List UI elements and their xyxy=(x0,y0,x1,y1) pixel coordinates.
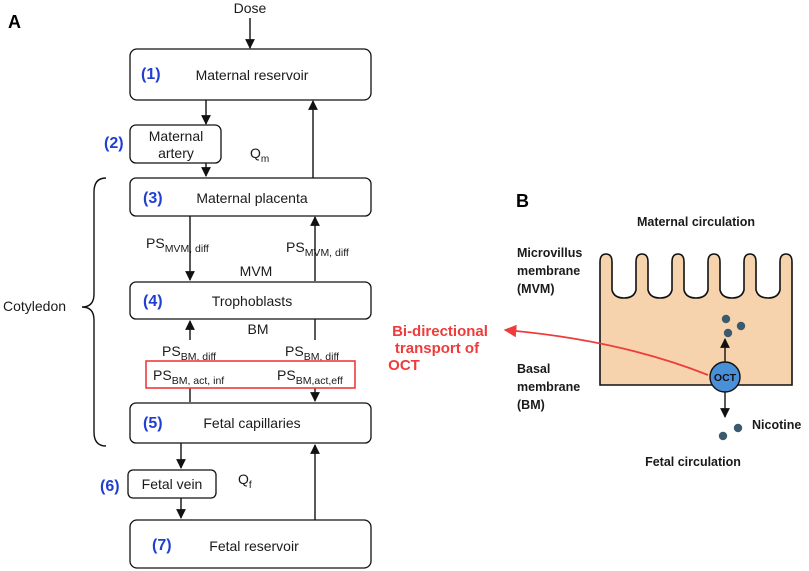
maternal-placenta-label: Maternal placenta xyxy=(196,190,308,206)
nicotine-dot xyxy=(721,314,731,324)
ps-bm-diff-right: PSBM, diff xyxy=(285,343,339,363)
maternal-artery-label-line1: Maternal xyxy=(149,128,203,144)
compartment-number-6: (6) xyxy=(100,478,120,495)
compartment-number-1: (1) xyxy=(141,66,161,83)
dose-label: Dose xyxy=(234,0,267,16)
maternal-artery-box: (2) Maternal artery xyxy=(104,124,222,164)
compartment-number-2: (2) xyxy=(104,135,124,152)
panel-b-label: B xyxy=(516,191,529,211)
qf-label: Qf xyxy=(238,471,252,491)
cotyledon-label: Cotyledon xyxy=(3,298,66,314)
compartment-number-3: (3) xyxy=(143,190,163,207)
callout-line1: Bi-directional xyxy=(392,323,488,340)
nicotine-dot xyxy=(736,321,746,331)
nicotine-dot xyxy=(723,328,733,338)
bm-label-line2: membrane xyxy=(517,380,580,394)
mvm-label: MVM xyxy=(240,263,273,279)
oct-label: OCT xyxy=(714,372,737,384)
cotyledon-brace xyxy=(81,177,107,447)
fetal-vein-label: Fetal vein xyxy=(142,476,203,492)
trophoblasts-label: Trophoblasts xyxy=(212,293,292,309)
fetal-capillaries-label: Fetal capillaries xyxy=(203,415,300,431)
ps-bm-act-eff: PSBM,act,eff xyxy=(277,367,343,387)
callout-arrow xyxy=(503,324,709,376)
ps-mvm-diff-left: PSMVM, diff xyxy=(146,235,209,255)
fetal-capillaries-box: (5) Fetal capillaries xyxy=(129,402,372,444)
mvm-label-line1: Microvillus xyxy=(517,246,582,260)
compartment-number-5: (5) xyxy=(143,415,163,432)
callout-line3: OCT xyxy=(388,357,420,374)
trophoblasts-box: (4) Trophoblasts xyxy=(129,281,372,320)
bm-label-line3: (BM) xyxy=(517,398,545,412)
qm-label: Qm xyxy=(250,145,269,165)
ps-mvm-diff-right: PSMVM, diff xyxy=(286,239,349,259)
fetal-reservoir-label: Fetal reservoir xyxy=(209,538,299,554)
compartment-number-7: (7) xyxy=(152,537,172,554)
oct-transporter xyxy=(709,361,741,393)
nicotine-label: Nicotine xyxy=(752,418,801,432)
ps-bm-diff-left: PSBM, diff xyxy=(162,343,216,363)
nicotine-dot xyxy=(733,423,743,433)
bm-label-line1: Basal xyxy=(517,362,550,376)
mvm-label-line2: membrane xyxy=(517,264,580,278)
bm-label: BM xyxy=(248,321,269,337)
compartment-number-4: (4) xyxy=(143,293,163,310)
mvm-label-line3: (MVM) xyxy=(517,282,555,296)
fetal-vein-box: (6) Fetal vein xyxy=(100,469,217,499)
maternal-placenta-box: (3) Maternal placenta xyxy=(129,177,372,217)
maternal-reservoir-box: (1) Maternal reservoir xyxy=(129,48,372,101)
maternal-circulation-label: Maternal circulation xyxy=(637,215,755,229)
ps-bm-act-inf: PSBM, act, inf xyxy=(153,367,224,387)
panel-a-label: A xyxy=(8,12,21,32)
maternal-artery-label-line2: artery xyxy=(158,145,194,161)
active-transport-box xyxy=(145,360,356,389)
fetal-circulation-label: Fetal circulation xyxy=(645,455,741,469)
nicotine-dot xyxy=(718,431,728,441)
callout-line2: transport of xyxy=(395,340,480,357)
fetal-reservoir-box: (7) Fetal reservoir xyxy=(129,519,372,569)
trophoblast-cell xyxy=(599,253,793,386)
maternal-reservoir-label: Maternal reservoir xyxy=(196,67,309,83)
